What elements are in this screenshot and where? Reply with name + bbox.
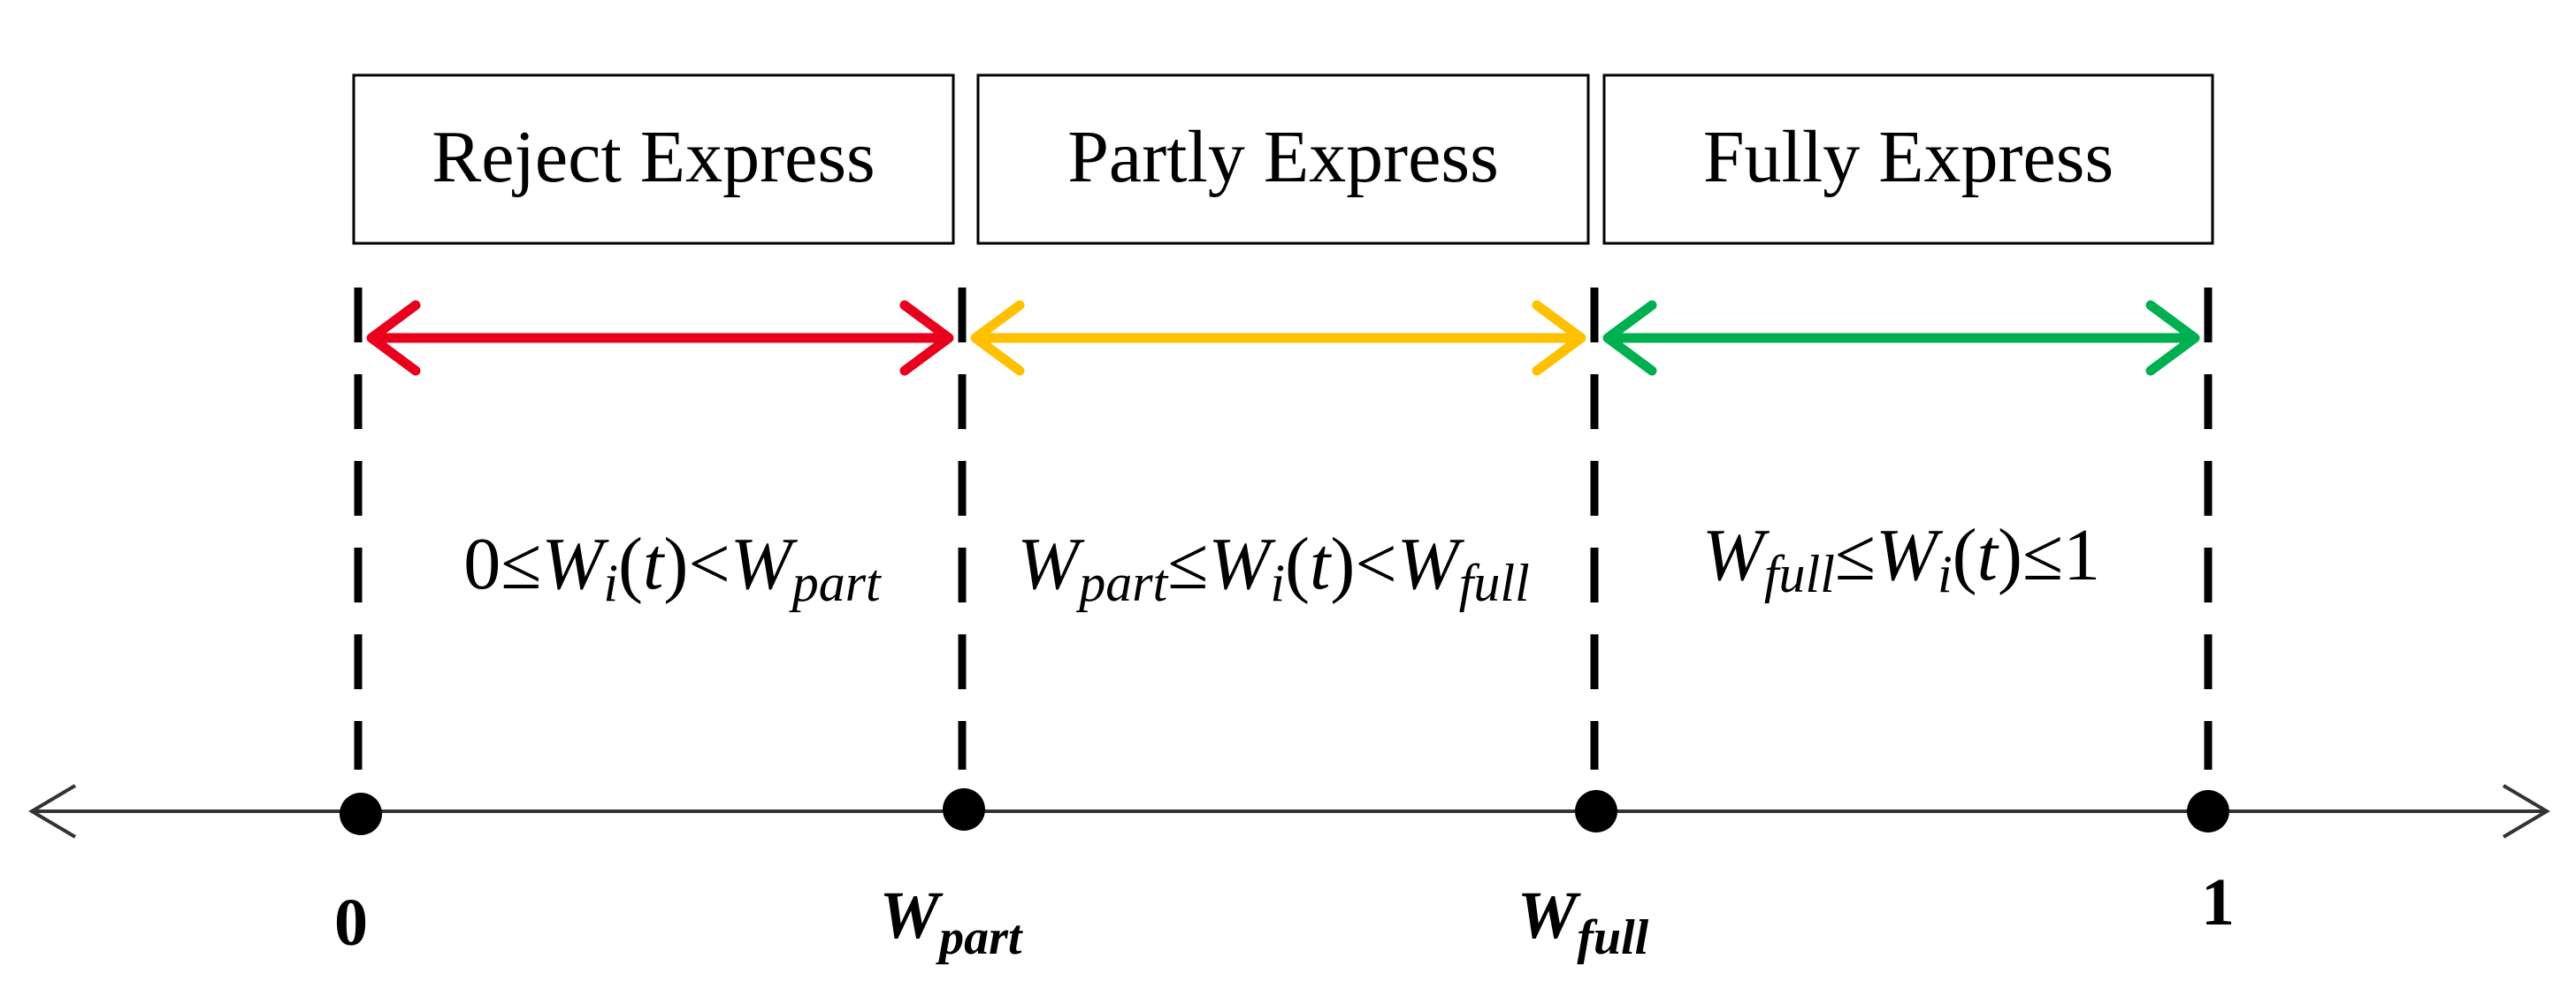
number-line: [28, 784, 2550, 839]
partly-express-label: Partly Express: [1067, 116, 1499, 198]
axis-points: [340, 788, 2229, 835]
point-0: [340, 793, 382, 835]
fully-condition: Wfull≤Wi(t)≤1: [1702, 514, 2100, 603]
axis-left-arrowhead: [28, 784, 77, 839]
fully-express-box: [1602, 73, 2214, 245]
tick-label-w-part: Wpart: [880, 878, 1023, 965]
region-conditions: 0≤Wi(t)<Wpart Wpart≤Wi(t)<Wfull Wfull≤Wi…: [463, 514, 2100, 612]
reject-condition: 0≤Wi(t)<Wpart: [463, 523, 882, 612]
reject-arrow: [366, 300, 954, 376]
tick-label-w-full: Wfull: [1517, 878, 1649, 965]
axis-right-arrowhead: [2502, 784, 2550, 839]
partly-condition: Wpart≤Wi(t)<Wfull: [1017, 523, 1529, 612]
point-1: [2187, 790, 2229, 832]
reject-express-label: Reject Express: [432, 116, 875, 198]
region-arrows: [366, 300, 2200, 376]
tick-label-0: 0: [334, 886, 368, 960]
reject-express-box: [352, 73, 955, 245]
region-boxes: Reject Express Partly Express Fully Expr…: [352, 73, 2214, 245]
fully-express-label: Fully Express: [1703, 116, 2114, 198]
tick-label-1: 1: [2201, 865, 2235, 940]
axis-labels: 0 Wpart Wfull 1: [334, 865, 2235, 965]
partly-express-box: [976, 73, 1590, 245]
point-w-part: [943, 788, 985, 831]
point-w-full: [1575, 790, 1617, 832]
partly-arrow: [970, 300, 1586, 376]
fully-arrow: [1602, 300, 2200, 376]
